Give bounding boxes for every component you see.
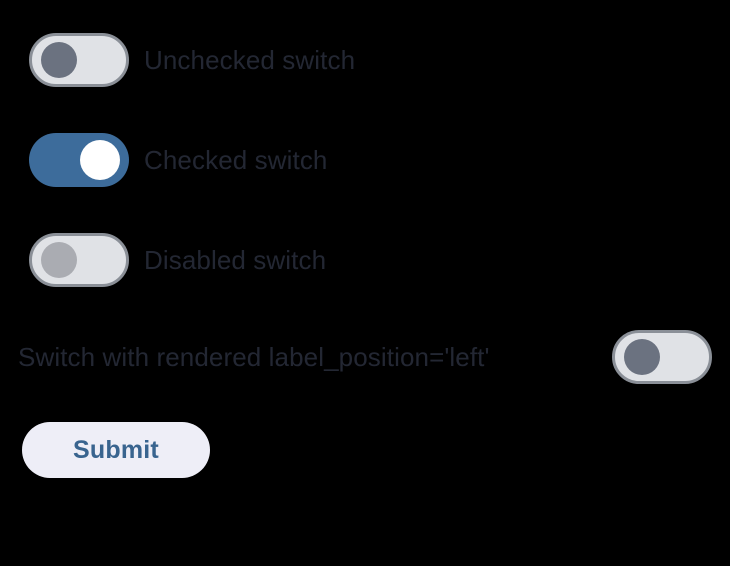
switch-row-unchecked: Unchecked switch xyxy=(29,32,355,88)
switch-knob-icon xyxy=(624,339,660,375)
switch-row-label-left: Switch with rendered label_position='lef… xyxy=(18,329,712,385)
switch-knob-icon xyxy=(41,242,77,278)
submit-button[interactable]: Submit xyxy=(22,422,210,478)
checked-switch-toggle[interactable] xyxy=(29,133,129,187)
switch-knob-icon xyxy=(80,140,120,180)
disabled-switch-label: Disabled switch xyxy=(144,245,327,275)
switch-knob-icon xyxy=(41,42,77,78)
unchecked-switch-label: Unchecked switch xyxy=(144,45,356,75)
switch-row-checked: Checked switch xyxy=(29,132,327,188)
unchecked-switch-toggle[interactable] xyxy=(29,33,129,87)
label-left-switch-toggle[interactable] xyxy=(612,330,712,384)
label-left-switch-label: Switch with rendered label_position='lef… xyxy=(18,342,490,372)
checked-switch-label: Checked switch xyxy=(144,145,328,175)
disabled-switch-toggle xyxy=(29,233,129,287)
switch-row-disabled: Disabled switch xyxy=(29,232,326,288)
